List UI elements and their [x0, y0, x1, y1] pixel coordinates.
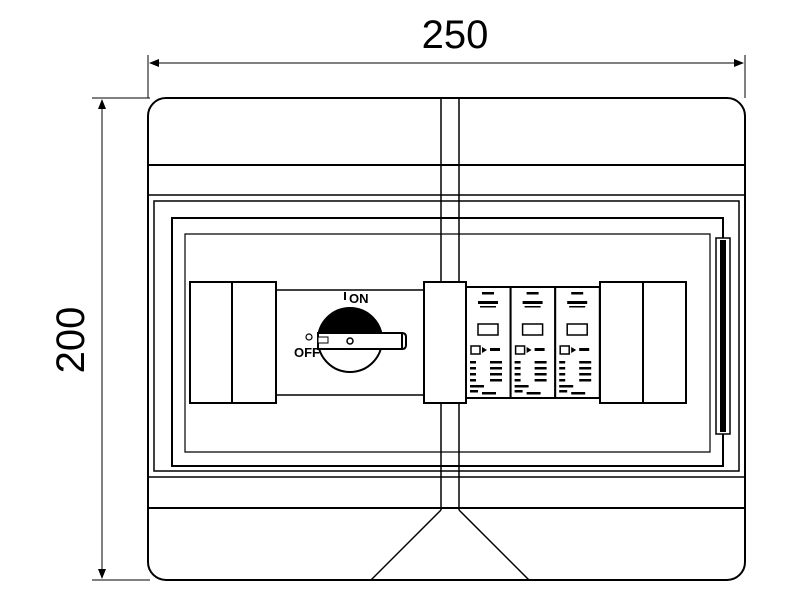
height-label: 200 [49, 307, 93, 374]
width-label: 250 [422, 13, 489, 57]
width-dimension: 250 [147, 13, 746, 98]
right-end-block [599, 281, 687, 404]
spd-module [465, 286, 512, 399]
center-connector-block [423, 281, 467, 404]
spd-module [509, 286, 557, 399]
height-dimension: 200 [49, 97, 150, 581]
switch-on-label: ON [349, 291, 369, 306]
hinge-strip [715, 237, 731, 435]
spd-module [554, 286, 601, 399]
left-end-block [189, 281, 277, 404]
switch-off-label: OFF [294, 345, 320, 360]
spd-module-group [465, 286, 601, 399]
rotary-switch[interactable]: ON OFF [294, 291, 407, 373]
window-frame [147, 194, 746, 478]
